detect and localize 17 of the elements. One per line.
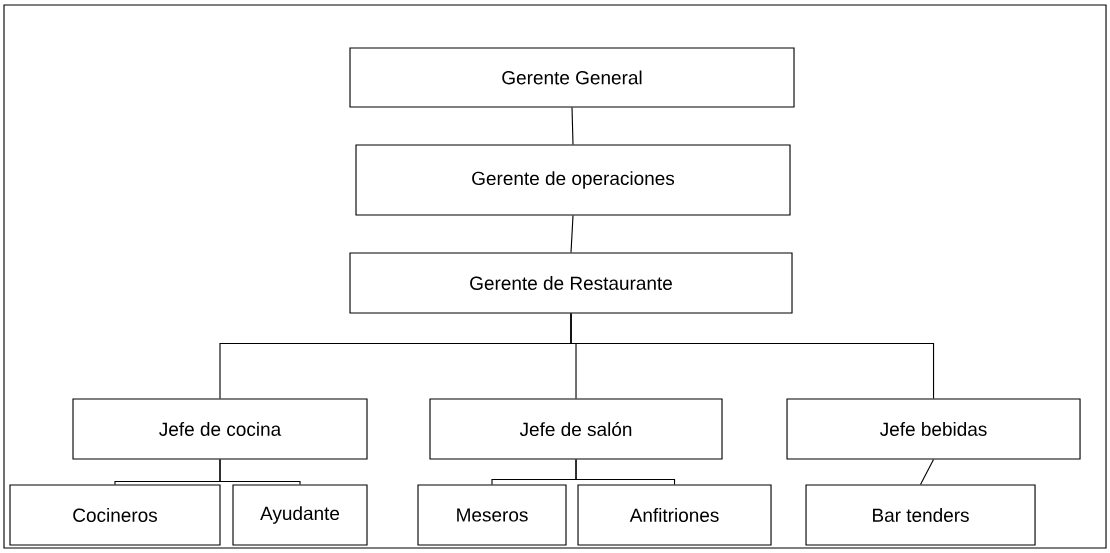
org-box: Cocineros — [9, 484, 221, 546]
connector-line — [571, 107, 574, 145]
connector-line — [570, 215, 574, 253]
org-box: Gerente de Restaurante — [349, 252, 793, 314]
org-box: Meseros — [417, 484, 567, 546]
org-box: Bar tenders — [805, 484, 1036, 546]
org-box: Gerente General — [349, 47, 795, 108]
connector-line — [575, 459, 676, 485]
org-box: Anfitriones — [577, 484, 772, 546]
connector-line — [570, 313, 935, 399]
org-box: Jefe bebidas — [786, 398, 1081, 460]
connector-line — [219, 459, 301, 485]
org-box: Jefe de cocina — [72, 398, 368, 460]
org-box: Gerente de operaciones — [355, 144, 791, 216]
org-box: Ayudante — [232, 484, 368, 546]
connector-line — [919, 459, 935, 485]
org-box: Jefe de salón — [429, 398, 723, 460]
